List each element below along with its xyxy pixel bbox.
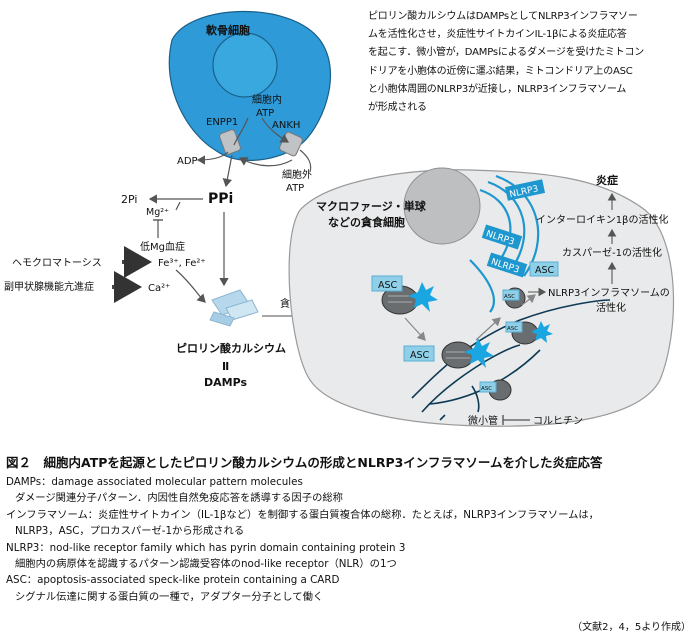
asc-box-er: ASC xyxy=(529,261,559,277)
assembly-arrow xyxy=(521,294,536,306)
extracellular-atp-label: 細胞外 ATP xyxy=(282,168,315,194)
intro-line: を起こす．微小管が，DAMPsによるダメージを受けたミトコン xyxy=(368,47,645,59)
enpp1-to-adp-arrow xyxy=(196,151,229,165)
asc-label-2: ASC xyxy=(410,350,430,361)
chondrocyte-cell xyxy=(168,10,331,161)
damage-spark-icon xyxy=(408,282,438,312)
chondrocyte-nucleus xyxy=(212,32,278,98)
atp-to-ankh-arrow xyxy=(261,117,290,143)
hypomg-label: 低Mg血症 xyxy=(140,240,185,253)
definition-line: ASC：apoptosis-associated speck-like prot… xyxy=(6,574,340,587)
intro-line: ピロリン酸カルシウムはDAMPsとしてNLRP3インフラマソー xyxy=(368,11,638,22)
mitochondrion-2 xyxy=(441,341,475,369)
asc-label-4: ASC xyxy=(481,386,492,392)
asc-label-3: ASC xyxy=(507,326,518,332)
ankh-to-atp-arrow xyxy=(299,149,312,173)
hyperpara-label: 副甲状腺機能亢進症 xyxy=(4,280,94,293)
ions-to-crystal-arrow xyxy=(175,269,206,303)
damps-label: DAMPs xyxy=(204,376,247,389)
asc-box-4: ASC xyxy=(479,381,497,393)
inflammation-label: 炎症 xyxy=(596,173,618,187)
adp-label: ADP xyxy=(177,156,198,167)
il1b-label: インターロイキン1βの活性化 xyxy=(536,213,668,226)
colchicine-label: コルヒチン xyxy=(533,415,583,427)
caspase-label: カスパーゼ-1の活性化 xyxy=(562,246,662,259)
figure-caption: 図２ 細胞内ATPを起源としたピロリン酸カルシウムの形成とNLRP3インフラマソ… xyxy=(6,455,603,470)
definition-line: NLRP3：nod-like receptor family which has… xyxy=(6,541,406,554)
chondrocyte-label: 軟骨細胞 xyxy=(206,23,250,37)
ppi-label: PPi xyxy=(208,191,233,207)
intracellular-atp-label: 細胞内 ATP xyxy=(252,93,285,119)
atp-to-enpp1-return-arrow xyxy=(238,157,293,167)
fe-label: Fe³⁺, Fe²⁺ xyxy=(158,258,206,269)
definition-line: NLRP3，ASC，プロカスパーゼ-1から形成される xyxy=(15,525,245,538)
definition-line: シグナル伝達に関する蛋白質の一種で，アダプター分子として働く xyxy=(15,590,324,603)
microtubule-label: 微小管 xyxy=(468,414,498,427)
ca-label: Ca²⁺ xyxy=(148,283,170,294)
intro-line: ドリアを小胞体の近傍に運ぶ結果，ミトコンドリア上のASC xyxy=(368,65,633,77)
enpp1-to-ppi-arrow xyxy=(222,154,233,188)
macrophage-label: マクロファージ・単球 などの貪食細胞 xyxy=(316,199,430,229)
intro-line: と小胞体周囲のNLRP3が近接し，NLRP3インフラマソーム xyxy=(368,83,627,95)
intro-line: が形成される xyxy=(368,102,427,114)
asc-label-5: ASC xyxy=(504,294,515,300)
cppd-crystals xyxy=(209,289,259,327)
definition-line: インフラマソーム：炎症性サイトカイン（IL-1βなど）を制御する蛋白質複合体の総… xyxy=(6,508,599,521)
macrophage-nucleus xyxy=(403,167,481,245)
asc-box-3: ASC xyxy=(505,321,523,333)
definition-line: ダメージ関連分子パターン．内因性自然免疫応答を誘導する因子の総称 xyxy=(15,492,343,505)
source-citation: （文献2，4，5より作成） xyxy=(572,622,691,633)
macrophage-cell xyxy=(288,169,675,427)
damage-spark-icon xyxy=(531,321,553,343)
enpp1-label: ENPP1 xyxy=(206,117,238,128)
definition-line: 細胞内の病原体を認識するパターン認識受容体のnod-like receptor（… xyxy=(15,558,397,571)
definition-line: DAMPs：damage associated molecular patter… xyxy=(6,476,303,488)
asc-box-1: ASC xyxy=(371,275,403,292)
asc-box-5: ASC xyxy=(502,289,520,301)
mechanism-diagram: 軟骨細胞 細胞内 ATP ENPP1 ANKH ADP 細胞外 ATP PPi … xyxy=(4,10,675,427)
ankh-label: ANKH xyxy=(272,120,300,131)
asc-label-er: ASC xyxy=(535,265,555,276)
definitions: DAMPs：damage associated molecular patter… xyxy=(6,474,696,605)
mg-inhibition-line xyxy=(175,201,181,211)
equals-symbol: Ⅱ xyxy=(222,360,229,373)
asc-box-2: ASC xyxy=(403,345,435,362)
damage-spark-icon xyxy=(464,338,494,368)
mito-to-er-arrow xyxy=(475,317,501,341)
two-pi-label: 2Pi xyxy=(121,193,137,206)
hemochromatosis-label: ヘモクロマトーシス xyxy=(12,257,102,269)
inflammasome-label: NLRP3インフラマソームの 活性化 xyxy=(548,287,673,314)
atp-to-enpp1-arrow xyxy=(233,117,249,146)
asc-label-1: ASC xyxy=(378,280,398,291)
cppd-label: ピロリン酸カルシウム xyxy=(176,341,286,355)
mg-label: Mg²⁺ xyxy=(146,207,169,218)
intro-line: ムを活性化させ，炎症性サイトカインIL-1βによる炎症応答 xyxy=(368,29,627,41)
mito-migration-arrow xyxy=(404,317,426,341)
intro-paragraph: ピロリン酸カルシウムはDAMPsとしてNLRP3インフラマソー ムを活性化させ，… xyxy=(368,8,694,117)
